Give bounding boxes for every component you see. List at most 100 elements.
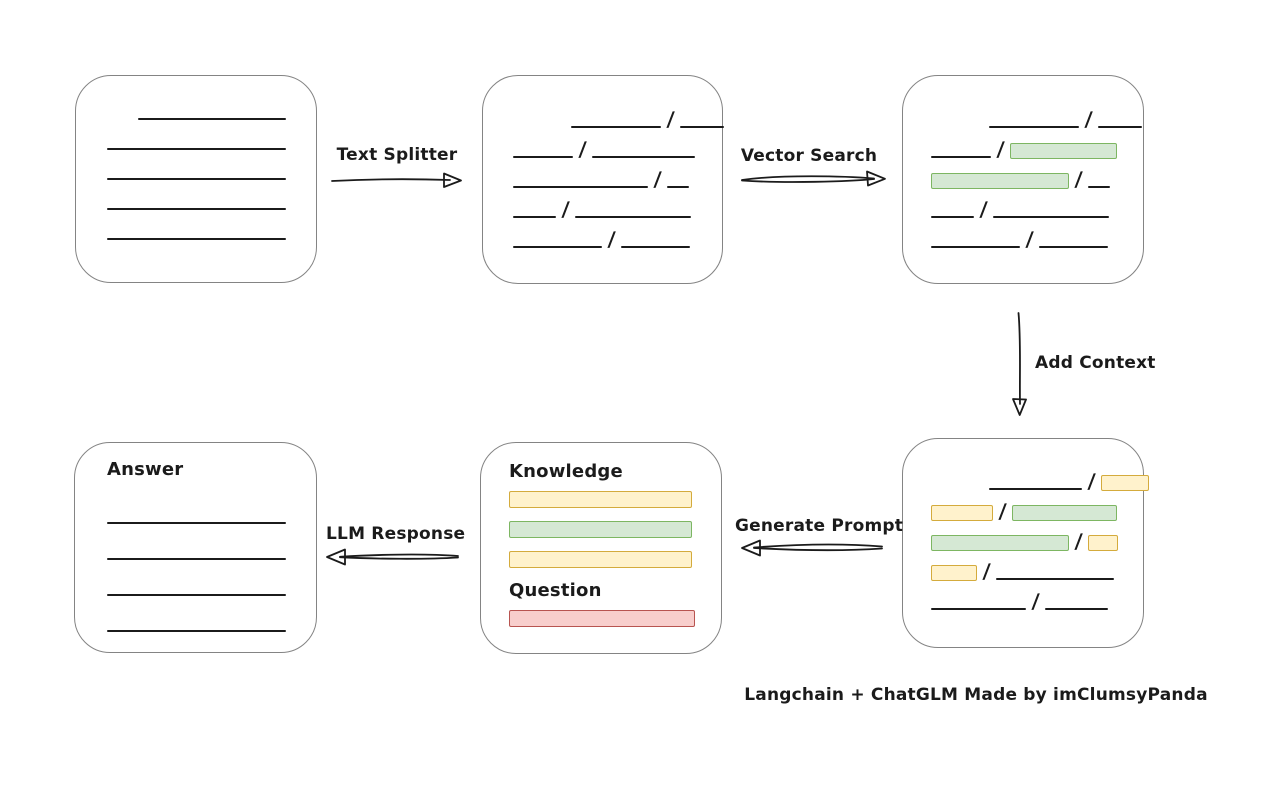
text-row: / [931, 159, 1143, 191]
separator-slash: / [1084, 107, 1094, 131]
text-row: / [931, 491, 1143, 523]
answer-heading: Answer [107, 459, 184, 480]
document-lines [76, 76, 316, 241]
text-line [138, 118, 286, 120]
text-line [513, 186, 648, 188]
highlight-green [1010, 143, 1118, 159]
answer-line [107, 630, 286, 632]
separator-slash: / [979, 197, 989, 221]
text-splitter-label: Text Splitter [336, 145, 458, 165]
text-line [931, 156, 991, 158]
split-chunks-box: ///// [482, 75, 725, 284]
separator-slash: / [561, 197, 571, 221]
highlight-yellow [1088, 535, 1119, 551]
text-line [571, 126, 661, 128]
text-row: / [931, 129, 1143, 161]
text-line [1088, 186, 1111, 188]
vector-search-arrow [741, 170, 886, 187]
highlight-yellow [931, 565, 977, 581]
text-row [107, 151, 316, 181]
text-line [931, 216, 974, 218]
separator-slash: / [666, 107, 676, 131]
green-bar [509, 521, 692, 538]
separator-slash: / [996, 137, 1006, 161]
text-row: / [513, 189, 722, 221]
text-line [107, 148, 286, 150]
text-row: / [931, 219, 1143, 251]
text-row: / [931, 461, 1150, 493]
red-bar [509, 610, 695, 627]
add-context-label: Add Context [1035, 353, 1156, 373]
separator-slash: / [1087, 469, 1097, 493]
text-line [989, 126, 1079, 128]
add-context-arrow [1012, 312, 1027, 416]
generate-prompt-arrow [741, 539, 883, 557]
text-line [513, 156, 573, 158]
text-line [107, 208, 286, 210]
text-line [107, 238, 286, 240]
highlight-green [1012, 505, 1118, 521]
text-row: / [931, 189, 1143, 221]
highlight-yellow [1101, 475, 1150, 491]
text-row: / [931, 521, 1143, 553]
text-line [993, 216, 1110, 218]
text-line [621, 246, 691, 248]
text-row [107, 91, 316, 121]
text-line [996, 578, 1115, 580]
search-result-lines: / / / / / [903, 76, 1143, 251]
context-lines: / / / / / [903, 439, 1150, 613]
knowledge-bars [509, 491, 692, 568]
text-row [107, 121, 316, 151]
text-line [107, 178, 286, 180]
text-row: / [513, 99, 725, 131]
answer-line [107, 558, 286, 560]
text-row: / [931, 581, 1143, 613]
diagram-caption: Langchain + ChatGLM Made by imClumsyPand… [744, 685, 1208, 705]
answer-box: Answer [74, 442, 317, 653]
knowledge-heading: Knowledge [509, 461, 623, 482]
yellow-bar [509, 551, 692, 568]
highlight-yellow [931, 505, 993, 521]
separator-slash: / [1074, 167, 1084, 191]
text-line [592, 156, 696, 158]
separator-slash: / [1031, 589, 1041, 613]
text-row [107, 211, 316, 241]
text-line [931, 608, 1026, 610]
text-line [1098, 126, 1143, 128]
text-line [931, 246, 1020, 248]
text-line [667, 186, 690, 188]
separator-slash: / [982, 559, 992, 583]
text-line [513, 216, 556, 218]
vector-search-label: Vector Search [740, 146, 878, 166]
text-row: / [513, 129, 722, 161]
text-row: / [931, 551, 1143, 583]
text-line [1039, 246, 1109, 248]
text-line [989, 488, 1082, 490]
separator-slash: / [998, 499, 1008, 523]
text-line [513, 246, 602, 248]
generate-prompt-label: Generate Prompt [735, 516, 904, 536]
text-row: / [513, 159, 722, 191]
text-splitter-arrow [331, 172, 462, 188]
separator-slash: / [653, 167, 663, 191]
answer-lines [107, 522, 286, 632]
document-box [75, 75, 317, 283]
text-line [680, 126, 725, 128]
text-row [107, 181, 316, 211]
answer-line [107, 594, 286, 596]
answer-line [107, 522, 286, 524]
separator-slash: / [1074, 529, 1084, 553]
text-line [1045, 608, 1109, 610]
llm-response-label: LLM Response [326, 524, 466, 544]
text-row: / [931, 99, 1143, 131]
question-bars [509, 610, 695, 627]
text-line [575, 216, 692, 218]
yellow-bar [509, 491, 692, 508]
context-box: / / / / / [902, 438, 1150, 648]
separator-slash: / [607, 227, 617, 251]
highlight-green [931, 173, 1069, 189]
llm-response-arrow [326, 548, 459, 566]
text-row: / [513, 219, 722, 251]
separator-slash: / [1025, 227, 1035, 251]
